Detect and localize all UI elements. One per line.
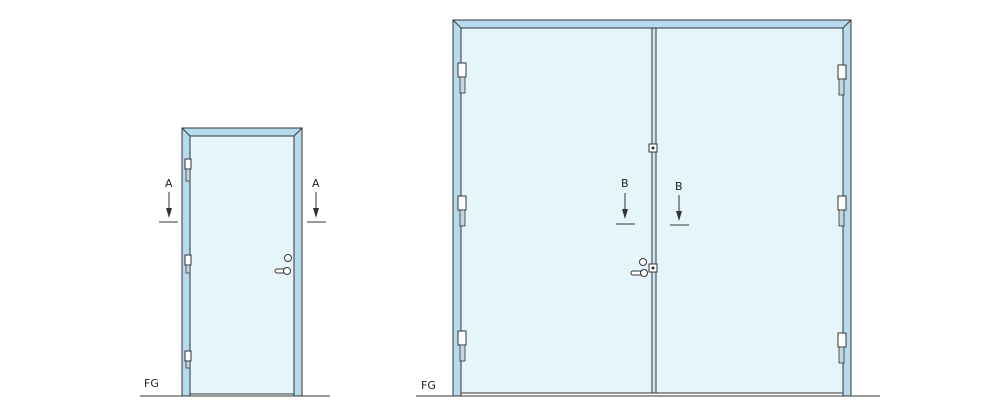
double-door-left-hinge-middle — [457, 195, 467, 227]
double-door-lock-bolt — [648, 263, 658, 273]
double-door-left-hinge-bottom — [457, 330, 467, 362]
double-door-section-marker-right: B — [670, 180, 689, 226]
double-door-section-marker-left: B — [616, 177, 635, 225]
single-door-hinge-bottom — [184, 350, 192, 369]
double-door-right-hinge-bottom — [837, 332, 847, 364]
section-marker-label: B — [675, 180, 683, 193]
double-door-meeting-stile — [651, 27, 657, 394]
double-door-cylinder — [639, 258, 647, 266]
double-door-leaf-right — [655, 27, 844, 394]
single-door-hinge-top — [184, 158, 192, 182]
single-door-floor-label: FG — [144, 377, 159, 390]
single-door-leaf — [189, 135, 295, 395]
single-door-section-marker-right: A — [307, 177, 326, 223]
single-door: FG A A — [140, 127, 330, 397]
double-door-top-bolt — [648, 143, 658, 153]
double-door: FG B B — [416, 19, 880, 397]
double-door-handle — [630, 269, 648, 277]
double-door-leaf-left — [460, 27, 653, 394]
single-door-section-marker-left: A — [159, 177, 178, 223]
double-door-left-hinge-top — [457, 62, 467, 94]
double-door-floor-label: FG — [421, 379, 436, 392]
double-door-right-hinge-top — [837, 64, 847, 96]
single-door-cylinder — [284, 254, 292, 262]
section-marker-label: A — [312, 177, 320, 190]
single-door-handle — [274, 267, 291, 275]
section-marker-label: A — [165, 177, 173, 190]
double-door-right-hinge-middle — [837, 195, 847, 227]
section-marker-label: B — [621, 177, 629, 190]
single-door-hinge-middle — [184, 254, 192, 274]
